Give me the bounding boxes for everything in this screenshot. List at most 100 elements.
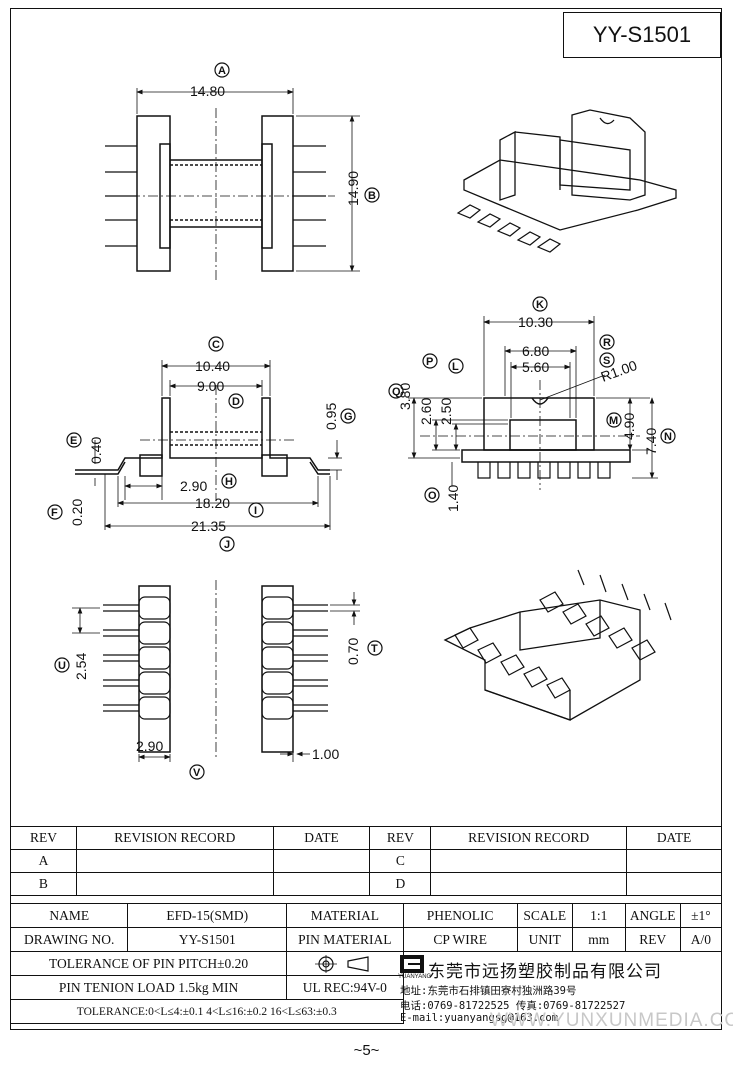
angle-value: ±1° <box>679 903 723 928</box>
svg-text:V: V <box>193 767 201 779</box>
projection-symbol-cell <box>286 951 404 976</box>
svg-text:N: N <box>664 431 672 443</box>
callout-q: Q <box>388 383 404 399</box>
svg-text:M: M <box>609 415 618 427</box>
callout-k: K <box>532 296 548 312</box>
svg-text:H: H <box>225 476 233 488</box>
table-row: TOLERANCE:0<L≤4:±0.1 4<L≤16:±0.2 16<L≤63… <box>10 999 722 1024</box>
callout-t: T <box>367 640 383 656</box>
title-block-table: NAME EFD-15(SMD) MATERIAL PHENOLIC SCALE… <box>9 903 723 1024</box>
table-row: TOLERANCE OF PIN PITCH±0.20 <box>9 951 722 1024</box>
callout-c: C <box>208 336 224 352</box>
unit-label: UNIT <box>516 927 573 952</box>
callout-g: G <box>340 408 356 424</box>
company-address: 地址:东莞市石排镇田寮村独洲路39号 <box>400 985 577 997</box>
front-view <box>75 360 342 530</box>
dim-j: 21.35 <box>191 518 226 534</box>
dim-e: 0.40 <box>88 437 104 464</box>
material-value: PHENOLIC <box>402 903 518 928</box>
header-rev: REV <box>369 826 432 850</box>
isometric-view-top <box>456 109 677 253</box>
record-cell <box>430 849 628 873</box>
svg-text:O: O <box>428 490 437 502</box>
angle-label: ANGLE <box>624 903 681 928</box>
svg-text:G: G <box>344 411 353 423</box>
name-value: EFD-15(SMD) <box>127 903 288 928</box>
record-cell <box>75 849 274 873</box>
tolerance-pin-pitch: TOLERANCE OF PIN PITCH±0.20 <box>9 951 288 976</box>
table-row: A C <box>10 849 722 873</box>
callout-l: L <box>448 358 464 374</box>
rev-cell: D <box>369 872 432 896</box>
unit-value: mm <box>571 927 626 952</box>
callout-e: E <box>66 432 82 448</box>
dim-n: 7.40 <box>643 428 659 455</box>
callout-u: U <box>54 657 70 673</box>
company-brand: YUANYANG <box>398 974 432 980</box>
pin-material-label: PIN MATERIAL <box>286 927 404 952</box>
drawing-frame <box>10 8 722 1030</box>
company-logo-icon <box>400 955 424 973</box>
svg-text:L: L <box>452 361 459 373</box>
svg-text:F: F <box>51 507 58 519</box>
svg-text:K: K <box>536 299 544 311</box>
dim-v: 2.90 <box>136 738 163 754</box>
rev-cell: C <box>369 849 432 873</box>
drawing-no-value: YY-S1501 <box>127 927 288 952</box>
dim-s2: 5.60 <box>522 359 549 375</box>
drawing-title-box: YY-S1501 <box>563 12 721 58</box>
svg-text:P: P <box>426 356 433 368</box>
pin-material-value: CP WIRE <box>402 927 518 952</box>
table-row: B D <box>10 872 722 896</box>
record-cell <box>430 872 628 896</box>
svg-text:B: B <box>368 190 376 202</box>
tolerance-general: TOLERANCE:0<L≤4:±0.1 4<L≤16:±0.2 16<L≤63… <box>10 999 404 1024</box>
callout-i: I <box>248 502 264 518</box>
material-label: MATERIAL <box>286 903 404 928</box>
dim-f: 0.20 <box>69 499 85 526</box>
company-cell <box>402 951 722 1024</box>
svg-text:I: I <box>254 505 257 517</box>
callout-p: P <box>422 353 438 369</box>
isometric-view-bottom <box>443 569 672 721</box>
date-cell <box>272 872 371 896</box>
page-number: ~5~ <box>353 1042 380 1059</box>
callout-o: O <box>424 487 440 503</box>
svg-text:T: T <box>371 643 378 655</box>
projection-symbol-icon <box>314 954 369 973</box>
callout-s: S <box>599 352 615 368</box>
table-row: NAME EFD-15(SMD) MATERIAL PHENOLIC SCALE… <box>9 903 723 928</box>
callout-n: N <box>660 428 676 444</box>
callout-h: H <box>221 473 237 489</box>
dim-u: 2.54 <box>73 653 89 680</box>
svg-text:J: J <box>224 539 230 551</box>
date-cell <box>626 872 722 896</box>
dim-w: 1.00 <box>312 746 339 762</box>
callout-r: R <box>599 334 615 350</box>
pin-tension-load: PIN TENION LOAD 1.5kg MIN <box>9 975 288 1000</box>
dim-q: 3.80 <box>397 383 413 410</box>
header-date: DATE <box>272 826 371 850</box>
dim-h: 2.90 <box>180 478 207 494</box>
dim-l: 2.50 <box>438 398 454 425</box>
svg-text:S: S <box>603 355 610 367</box>
watermark: WWW.YUNXUNMEDIA.COM <box>490 1010 733 1031</box>
drawing-title: YY-S1501 <box>592 22 692 47</box>
company-phone: 电话:0769-81722525 传真:0769-81722527 <box>400 1000 626 1012</box>
dim-c: 10.40 <box>195 358 230 374</box>
dim-m: 4.90 <box>621 413 637 440</box>
record-cell <box>75 872 274 896</box>
callout-a: A <box>214 62 230 78</box>
rev-value: A/0 <box>679 927 723 952</box>
top-view <box>105 88 360 280</box>
rev-label: REV <box>624 927 681 952</box>
svg-text:C: C <box>212 339 220 351</box>
callout-v: V <box>189 764 205 780</box>
rev-cell: A <box>10 849 77 873</box>
drawing-no-label: DRAWING NO. <box>9 927 129 952</box>
callout-j: J <box>219 536 235 552</box>
dim-t: 0.70 <box>345 638 361 665</box>
dimension-labels: 14.80 14.90 10.40 9.00 0.40 0.20 0.95 2.… <box>69 83 659 762</box>
svg-text:E: E <box>70 435 77 447</box>
header-revision-record: REVISION RECORD <box>430 826 628 850</box>
